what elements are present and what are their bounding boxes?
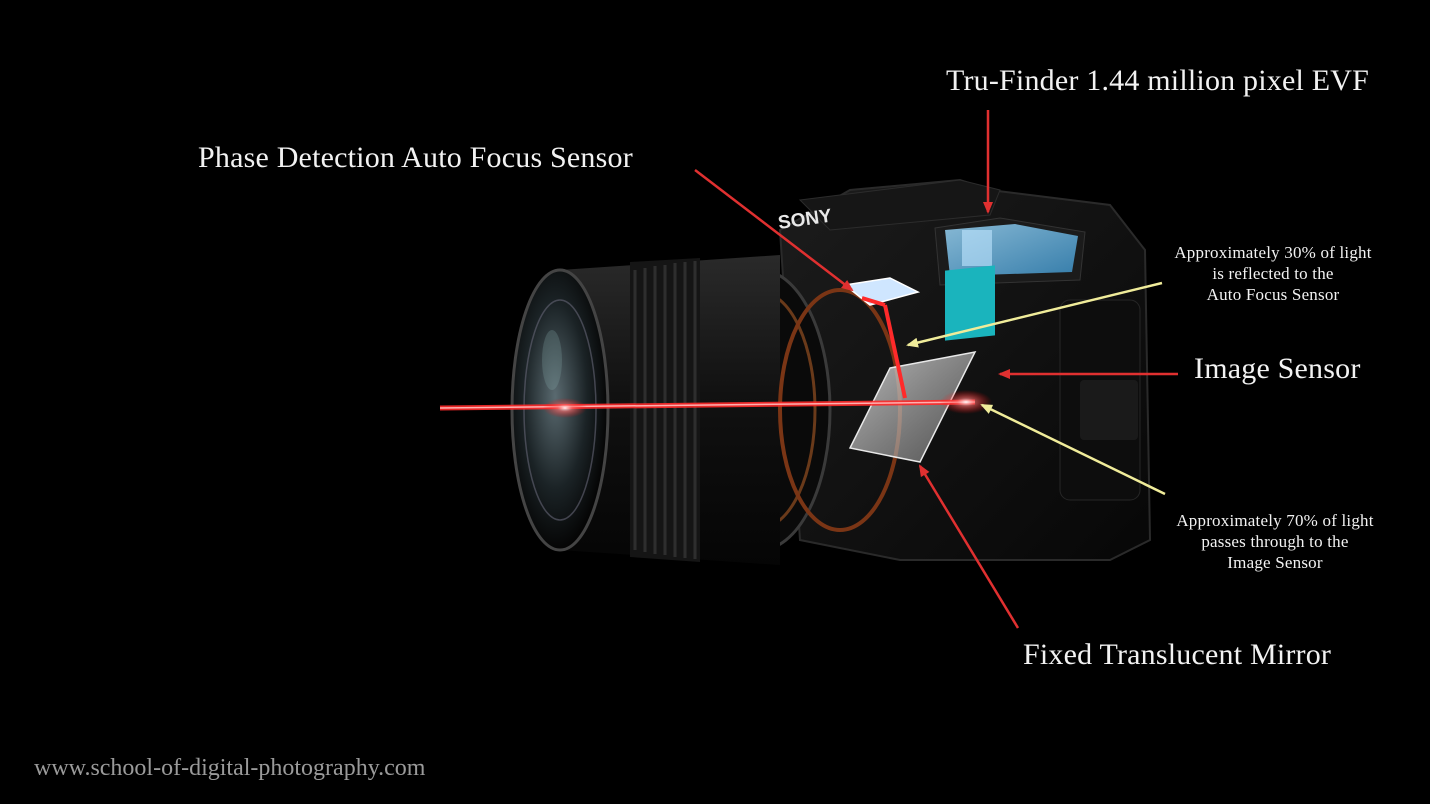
label-passes-line: Image Sensor xyxy=(1227,553,1323,572)
lens xyxy=(510,255,832,565)
label-translucent-mirror: Fixed Translucent Mirror xyxy=(1023,638,1332,671)
image-sensor xyxy=(945,265,995,341)
focus-ring xyxy=(630,258,700,562)
label-image-sensor: Image Sensor xyxy=(1194,352,1361,385)
label-reflected-line: Approximately 30% of light xyxy=(1174,243,1372,262)
label-pdaf: Phase Detection Auto Focus Sensor xyxy=(198,141,633,174)
label-reflected-light: Approximately 30% of light is reflected … xyxy=(1140,242,1406,305)
callout-arrows xyxy=(694,110,1178,629)
label-reflected-line: Auto Focus Sensor xyxy=(1206,285,1340,304)
label-passes-line: Approximately 70% of light xyxy=(1176,511,1374,530)
label-evf: Tru-Finder 1.44 million pixel EVF xyxy=(946,64,1370,97)
arrow-pdaf xyxy=(694,169,854,292)
light-path xyxy=(439,296,992,418)
arrow-mirror xyxy=(918,464,1020,629)
site-watermark: www.school-of-digital-photography.com xyxy=(34,755,426,781)
label-passes-line: passes through to the xyxy=(1201,532,1349,551)
arrow-passes xyxy=(980,403,1166,496)
label-passing-light: Approximately 70% of light passes throug… xyxy=(1142,510,1408,573)
arrow-reflected xyxy=(906,281,1163,348)
label-reflected-line: is reflected to the xyxy=(1212,264,1334,283)
translucent-mirror xyxy=(848,350,977,463)
